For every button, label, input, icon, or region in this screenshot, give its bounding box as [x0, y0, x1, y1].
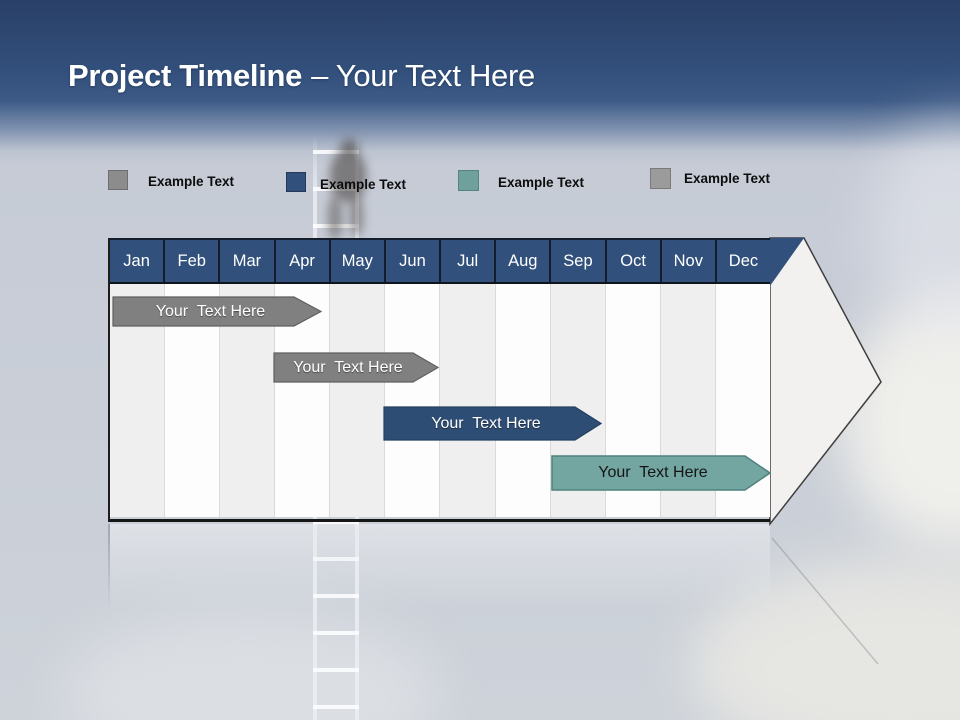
- timeline-bar-2[interactable]: Your Text Here: [273, 352, 439, 383]
- month-cell-may: May: [330, 240, 386, 282]
- timeline-arrowhead: [769, 237, 882, 527]
- legend-swatch-teal: [458, 170, 479, 191]
- legend-item-1[interactable]: Example Text: [108, 170, 234, 190]
- climber-leg: [350, 196, 363, 236]
- month-cell-nov: Nov: [661, 240, 717, 282]
- month-column: [495, 284, 551, 517]
- month-cell-aug: Aug: [496, 240, 552, 282]
- bar-label: Your Text Here: [431, 415, 541, 432]
- climber-torso: [330, 150, 366, 202]
- legend-item-4[interactable]: Example Text: [650, 168, 770, 189]
- arrowhead-body: [769, 237, 882, 527]
- bar-arrow-shape: [273, 352, 439, 383]
- arrowhead-header-wedge: [770, 238, 804, 286]
- month-cell-dec: Dec: [716, 240, 771, 282]
- month-cell-oct: Oct: [606, 240, 662, 282]
- timeline-bar-1[interactable]: Your Text Here: [112, 296, 322, 327]
- table-reflection: [110, 524, 770, 609]
- legend-label: Example Text: [498, 175, 585, 190]
- legend-swatch-gray-2: [650, 168, 671, 189]
- legend-swatch-gray: [108, 170, 128, 190]
- legend-label: Example Text: [684, 171, 771, 186]
- bar-label: Your Text Here: [293, 359, 403, 376]
- bar-arrow-shape: [383, 406, 602, 441]
- month-cell-jun: Jun: [385, 240, 442, 282]
- month-column: [440, 284, 496, 517]
- title-main-text: Project Timeline: [68, 58, 303, 93]
- timeline-bar-3[interactable]: Your Text Here: [383, 406, 602, 441]
- arrowhead-reflection: [771, 537, 879, 665]
- legend-swatch-navy: [286, 172, 306, 192]
- month-column: [385, 284, 441, 517]
- month-cell-jul: Jul: [441, 240, 497, 282]
- bar-label: Your Text Here: [598, 464, 708, 481]
- table-reflection-edge: [108, 524, 110, 609]
- timeline-bar-4[interactable]: Your Text Here: [551, 455, 771, 491]
- month-cell-jan: Jan: [110, 240, 166, 282]
- legend-item-3[interactable]: Example Text: [458, 170, 584, 191]
- month-cell-sep: Sep: [551, 240, 607, 282]
- month-cell-mar: Mar: [220, 240, 276, 282]
- slide-title[interactable]: Project Timeline– Your Text Here: [68, 58, 535, 94]
- title-placeholder-text: – Your Text Here: [311, 58, 535, 93]
- legend-item-2[interactable]: Example Text: [286, 172, 406, 192]
- month-cell-feb: Feb: [165, 240, 221, 282]
- month-header-row: Jan Feb Mar Apr May Jun Jul Aug Sep Oct …: [110, 238, 771, 284]
- bar-arrow-shape: [551, 455, 771, 491]
- bar-label: Your Text Here: [155, 303, 266, 320]
- month-column: [330, 284, 386, 517]
- legend-label: Example Text: [320, 177, 407, 192]
- climber-leg: [328, 196, 342, 240]
- month-cell-apr: Apr: [275, 240, 331, 282]
- legend-label: Example Text: [148, 174, 235, 189]
- bar-arrow-shape: [112, 296, 322, 327]
